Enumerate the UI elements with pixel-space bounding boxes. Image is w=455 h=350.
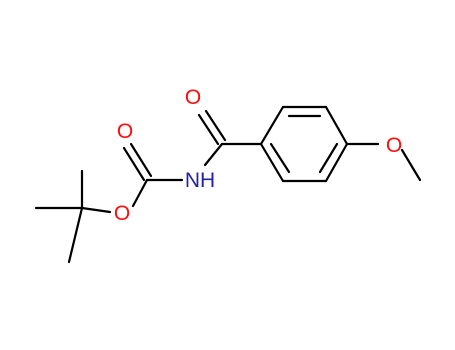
bond-ring-3	[324, 105, 349, 146]
atom-label-methoxy-o: O	[386, 134, 402, 157]
bond-ring-inner-right	[318, 142, 339, 174]
bond-amide-c-to-o-double-2	[204, 109, 227, 142]
bond-amide-c-to-o-double-1	[197, 113, 220, 146]
atom-label-ester-o: O	[114, 202, 130, 225]
bond-ring-1	[259, 105, 285, 146]
atom-label-carbonyl-o-right: O	[185, 86, 201, 109]
atom-label-nh: NH	[185, 169, 215, 192]
atom-label-carbonyl-o-left: O	[117, 120, 133, 143]
bond-ester-o-to-carbamate-c	[131, 178, 149, 208]
bond-nh-to-amide-c	[203, 142, 224, 167]
bond-tbu-c-to-ester-o	[80, 206, 112, 214]
bond-carbamate-c-to-o-double-2	[129, 142, 153, 178]
bond-ring-4	[324, 142, 349, 183]
bond-tbu-c-to-methyl-bottom	[67, 206, 84, 264]
bond-methoxy-o-to-methyl	[400, 148, 422, 182]
bond-carbamate-c-to-o-double-1	[122, 146, 146, 182]
bond-ring-6	[259, 142, 285, 183]
bond-ring-inner-left	[269, 142, 291, 174]
